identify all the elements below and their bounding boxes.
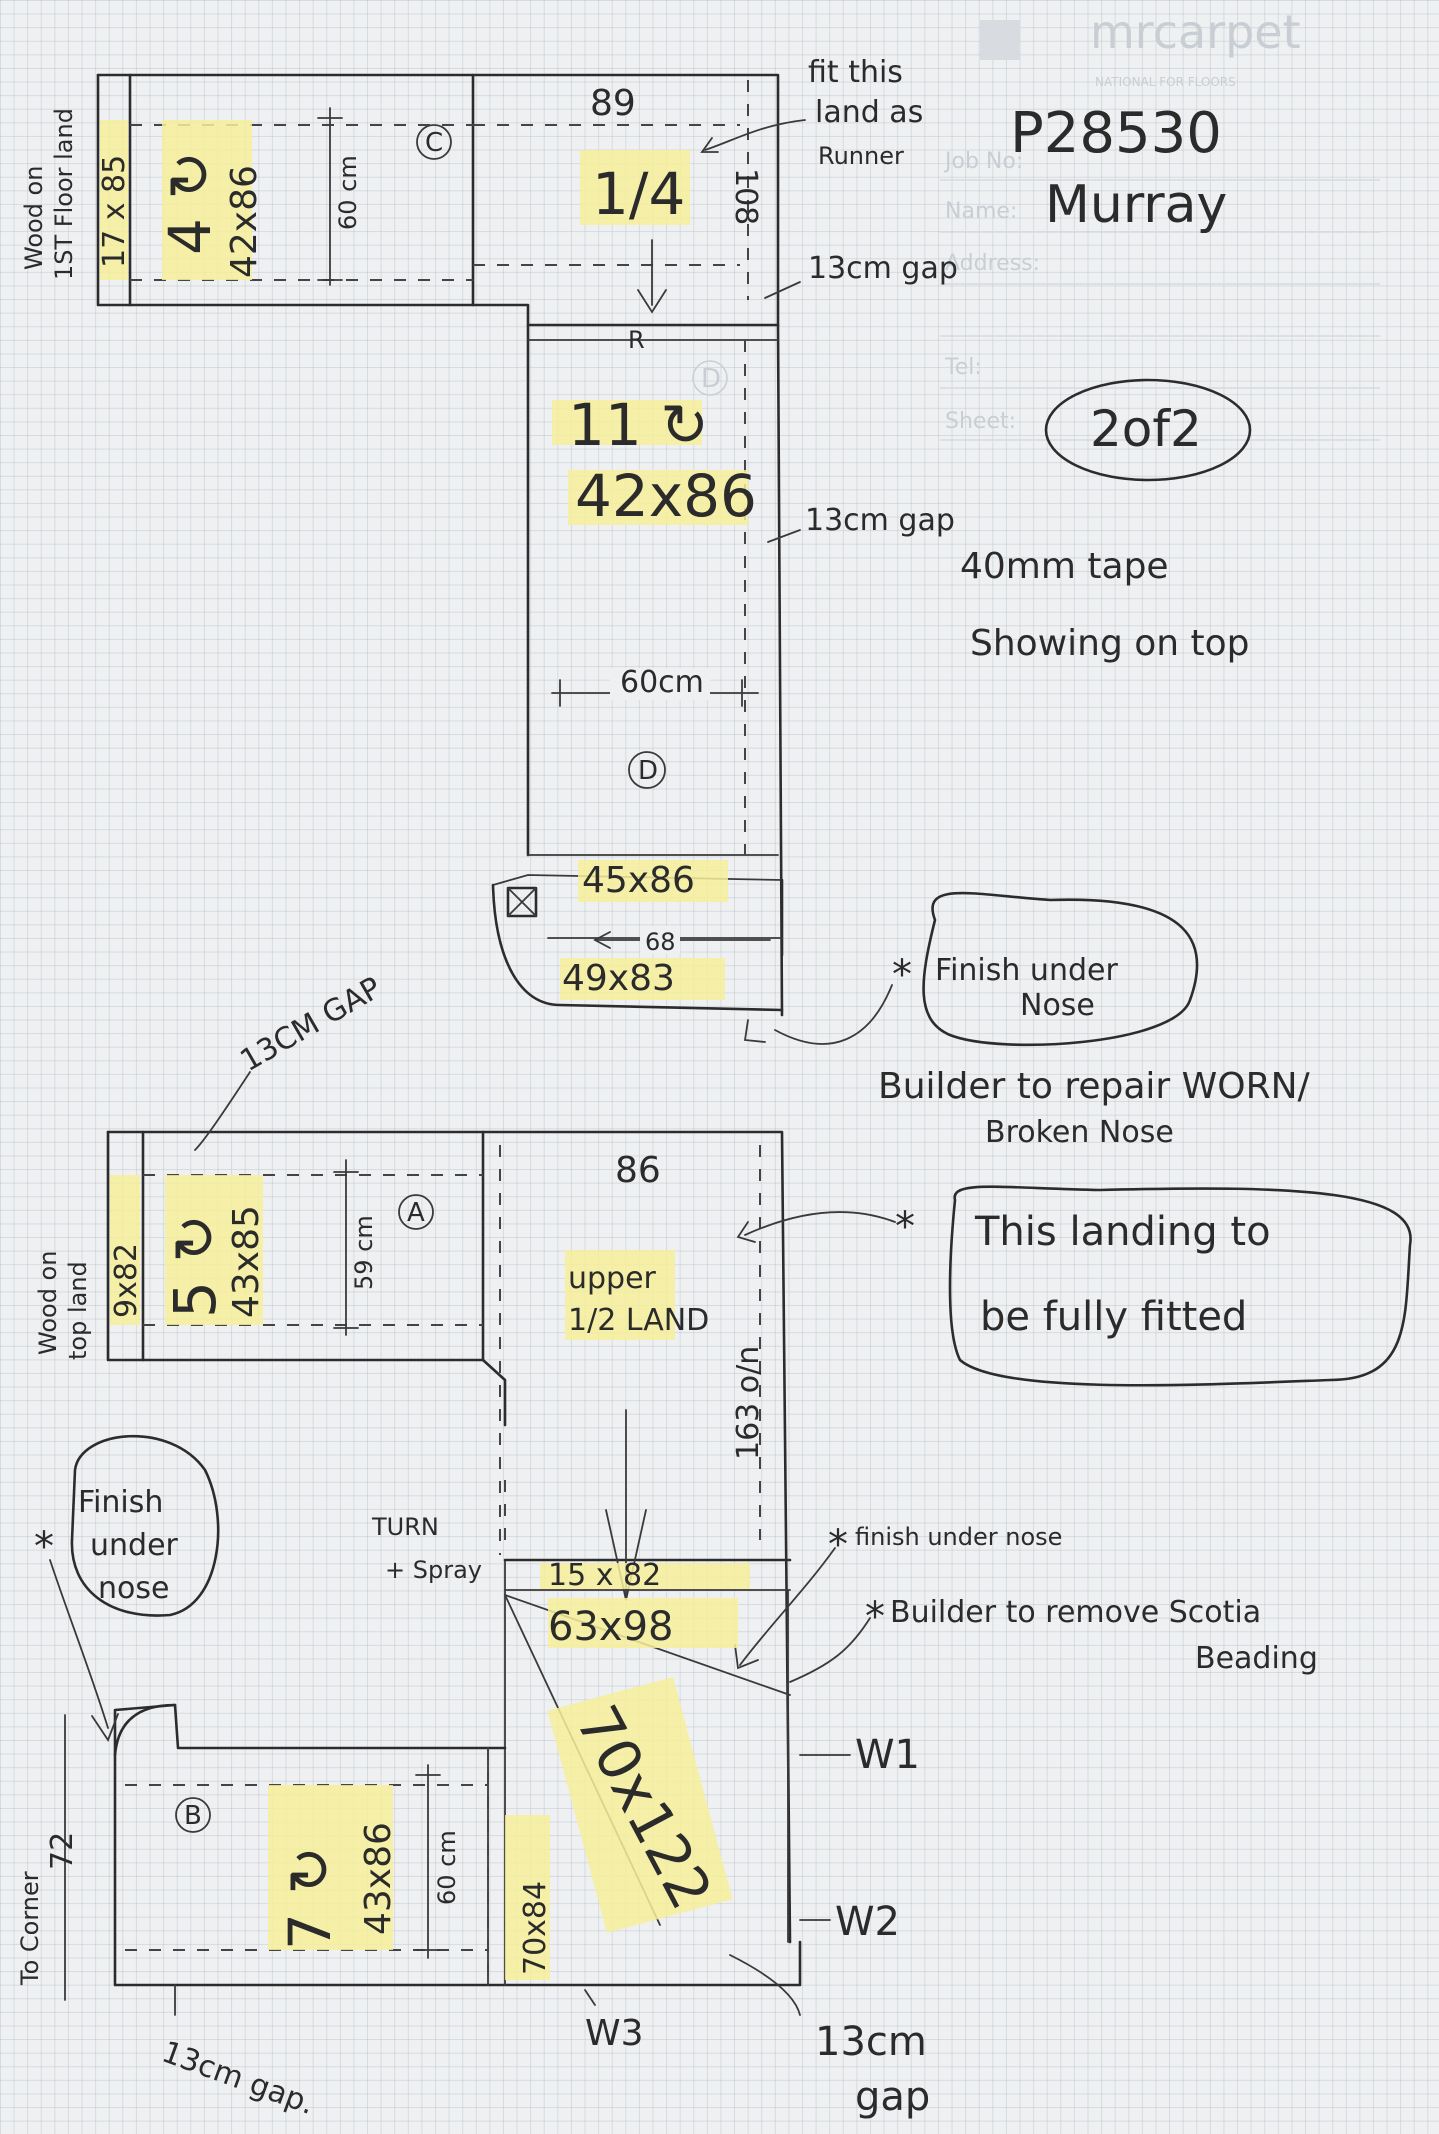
tel-label: Tel:	[944, 355, 982, 380]
upper-bottom-width: 68	[645, 928, 676, 956]
svg-text:*: *	[895, 1204, 915, 1250]
customer-name: Murray	[1045, 175, 1227, 235]
gap-right-1: 13cm	[815, 2019, 927, 2065]
upper-width-60b: 60cm	[620, 665, 704, 700]
circle-a-label: A	[407, 1198, 425, 1228]
svg-text:*: *	[34, 1524, 54, 1570]
upper-bottom-step-1: 45x86	[582, 860, 695, 901]
fully-fitted-bubble	[948, 1185, 1412, 1387]
scotia-note-1: Builder to remove Scotia	[890, 1595, 1261, 1630]
gap-right-2: gap	[855, 2074, 930, 2120]
upper-bottom-step-2: 49x83	[562, 958, 675, 999]
w3-label: W3	[585, 2013, 644, 2054]
finish-bubble-left	[70, 1434, 220, 1617]
name-label: Name:	[945, 199, 1017, 224]
upper-steps-count: 4 ↻	[156, 151, 224, 255]
builder-note-2: Broken Nose	[985, 1115, 1174, 1150]
svg-text:*: *	[828, 1522, 848, 1568]
scotia-note-2: Beading	[1195, 1641, 1318, 1676]
circle-d	[628, 751, 666, 789]
finish-under-nose-bubble	[922, 891, 1199, 1047]
w2-label: W2	[835, 1899, 900, 1945]
svg-text:*: *	[892, 952, 912, 998]
lower-flight-steps: 7 ↻	[276, 1846, 344, 1950]
upper-flight-size: 42x86	[575, 462, 757, 530]
finish-bubble-2: under	[90, 1528, 179, 1563]
half-label-2: 1/2 LAND	[568, 1303, 709, 1338]
circle-a	[398, 1194, 434, 1230]
quarter-depth: 108	[728, 168, 763, 225]
corner-label: To Corner	[16, 1871, 44, 1986]
finish-note-2: Nose	[1020, 988, 1095, 1023]
finish-under-nose-note: finish under nose	[855, 1523, 1062, 1551]
half-width: 86	[615, 1150, 661, 1191]
upper-wood-label-2: 1ST Floor land	[50, 108, 78, 280]
r-mark: R	[628, 326, 645, 354]
finish-note-1: Finish under	[935, 953, 1118, 988]
job-number: P28530	[1010, 101, 1222, 166]
upper-flight-steps: 11 ↻	[568, 391, 709, 459]
turn-note-2: + Spray	[385, 1556, 482, 1584]
lower-wood-label-1: Wood on	[34, 1251, 62, 1355]
upper-landing-section: 17 x 85 Wood on 1ST Floor land 4 ↻ 42x86…	[20, 55, 1311, 1150]
circle-d-faint-label: D	[701, 364, 721, 394]
w1-size: 63x98	[548, 1604, 673, 1650]
lower-width-60: 60 cm	[433, 1830, 461, 1905]
sheet-value: 2of2	[1090, 400, 1202, 458]
circle-c-label: C	[425, 128, 443, 158]
fully-fitted-2: be fully fitted	[980, 1294, 1247, 1340]
strip-size: 15 x 82	[548, 1558, 661, 1593]
finish-bubble-1: Finish	[78, 1485, 163, 1520]
circle-c	[416, 124, 452, 160]
quarter-width: 89	[590, 83, 636, 124]
svg-text:*: *	[865, 1594, 885, 1640]
fully-fitted-1: This landing to	[974, 1209, 1271, 1255]
gap-note-2: 13cm gap	[805, 503, 955, 538]
half-depth: 163 o/n	[731, 1346, 766, 1460]
sheet-label: Sheet:	[945, 409, 1016, 434]
quarter-label: 1/4	[592, 160, 685, 228]
tape-note-2: Showing on top	[970, 623, 1250, 664]
fit-note-3: Runner	[818, 142, 904, 170]
upper-wood-strip-size: 17 x 85	[97, 155, 132, 268]
w3-size: 70x84	[518, 1881, 553, 1975]
builder-note-1: Builder to repair WORN/	[878, 1066, 1311, 1107]
fit-note-2: land as	[815, 95, 923, 130]
half-label-1: upper	[568, 1261, 657, 1296]
corner-value: 72	[45, 1832, 80, 1870]
circle-d-label: D	[638, 756, 658, 786]
logo-mark	[980, 20, 1020, 60]
form-header: mrcarpet NATIONAL FOR FLOORS Job No: Nam…	[940, 5, 1380, 482]
fit-note-1: fit this	[808, 55, 903, 90]
upper-steps-size: 42x86	[224, 165, 265, 278]
w1-label: W1	[855, 1732, 920, 1778]
lower-width-59: 59 cm	[350, 1215, 378, 1290]
turn-note-1: TURN	[371, 1513, 439, 1541]
circle-d-faint	[692, 360, 728, 396]
upper-wood-label-1: Wood on	[20, 166, 48, 270]
lower-flight-size: 43x86	[358, 1822, 399, 1935]
lower-steps-count: 5 ↻	[161, 1214, 229, 1318]
sheet-ellipse	[1044, 378, 1252, 482]
address-label: Address:	[945, 251, 1040, 276]
lower-gap-label: 13CM GAP	[235, 970, 388, 1079]
newel-post	[506, 886, 538, 918]
lower-wood-label-2: top land	[64, 1261, 92, 1360]
lower-wood-strip-size: 9x82	[109, 1243, 144, 1318]
circle-b	[175, 1797, 211, 1833]
logo-text: mrcarpet	[1090, 5, 1301, 59]
finish-bubble-3: nose	[98, 1571, 169, 1606]
lower-steps-size: 43x85	[226, 1205, 267, 1318]
job-no-label: Job No:	[943, 149, 1023, 174]
lower-landing-section: 13CM GAP 9x82 Wood on top land 5 ↻ 43x85…	[16, 970, 1412, 2122]
logo-tagline: NATIONAL FOR FLOORS	[1095, 75, 1236, 89]
upper-width-60: 60 cm	[334, 155, 362, 230]
gap-left: 13cm gap.	[157, 2035, 319, 2122]
circle-b-label: B	[184, 1801, 202, 1831]
tape-note-1: 40mm tape	[960, 546, 1169, 587]
gap-note-1: 13cm gap	[808, 251, 958, 286]
